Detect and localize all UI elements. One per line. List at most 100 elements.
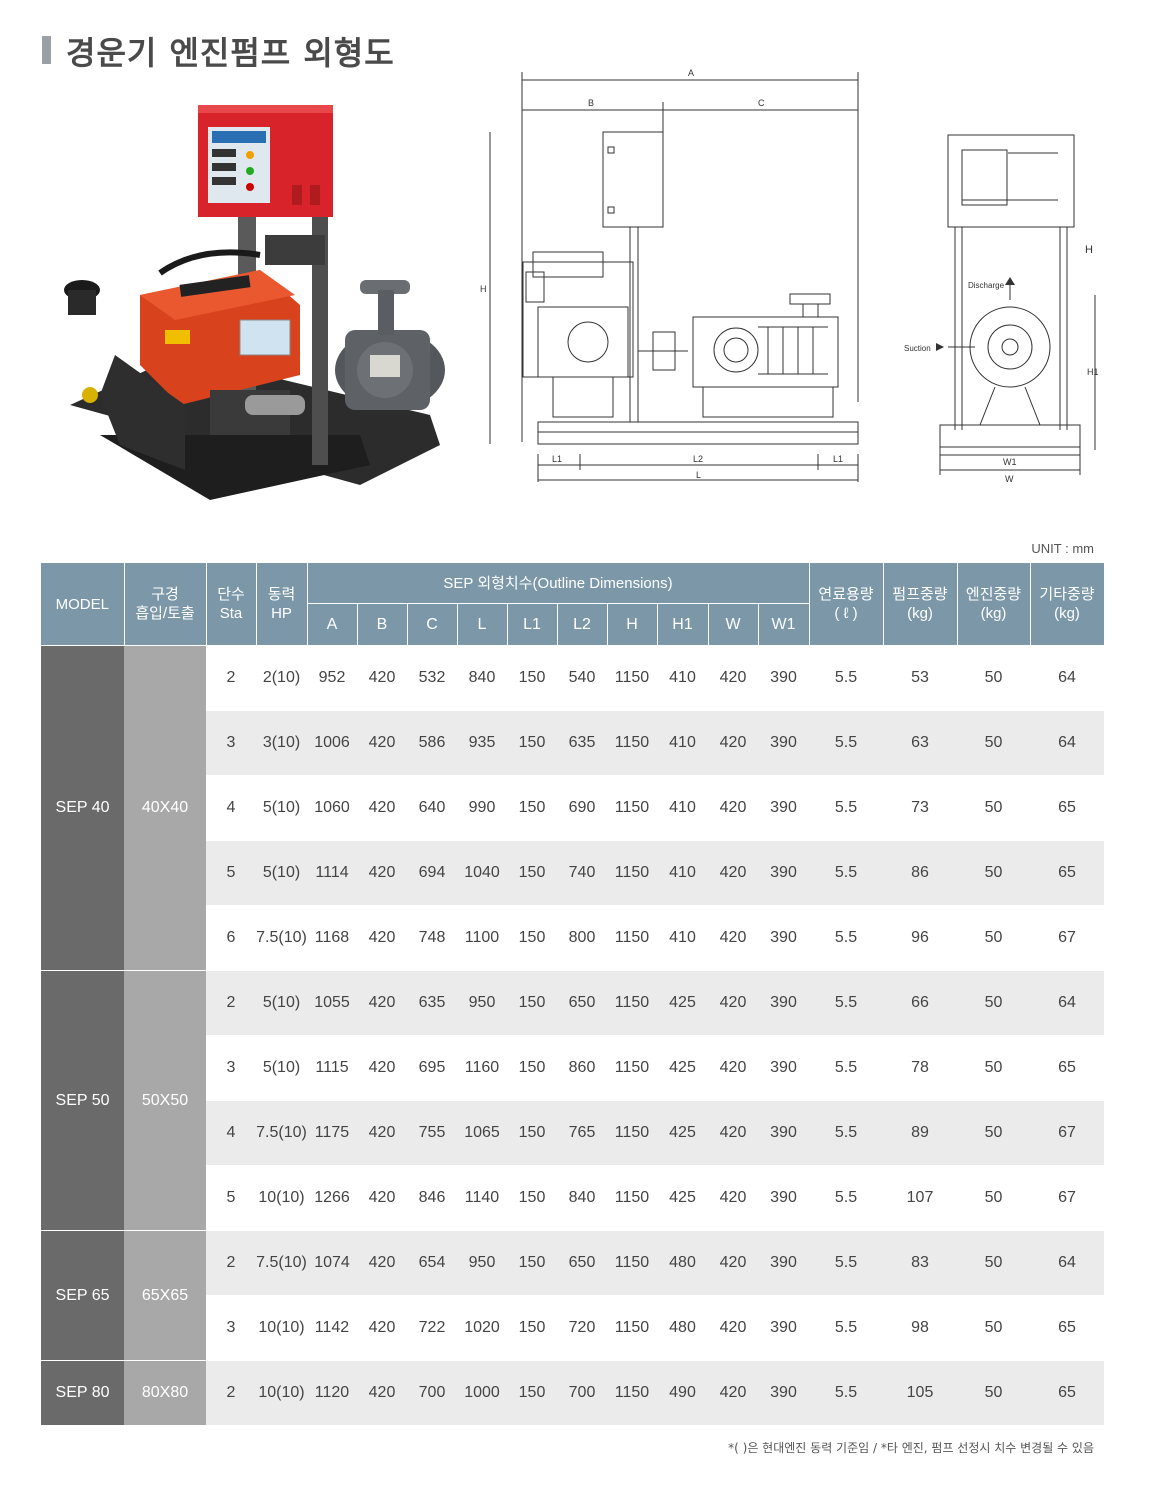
- table-cell: 150: [507, 840, 557, 906]
- table-cell: 1150: [607, 710, 657, 776]
- table-cell: 50: [957, 1035, 1031, 1101]
- table-cell: 5.5: [809, 775, 884, 841]
- table-cell: 105: [883, 1360, 958, 1426]
- table-cell: 50: [957, 1295, 1031, 1361]
- header-dim-w: W: [708, 603, 759, 646]
- table-cell: 420: [708, 1100, 758, 1166]
- table-cell: 1100: [457, 905, 507, 971]
- table-cell: 5(10): [256, 840, 307, 906]
- table-cell: 748: [407, 905, 457, 971]
- table-cell: 3: [206, 710, 256, 776]
- table-cell: 1120: [307, 1360, 357, 1426]
- table-cell: 410: [657, 710, 708, 776]
- table-cell: 2: [206, 645, 256, 711]
- table-cell: 150: [507, 1100, 557, 1166]
- table-cell: 10(10): [256, 1360, 307, 1426]
- table-cell: 2: [206, 1360, 256, 1426]
- header-dim-h1: H1: [657, 603, 709, 646]
- table-cell: 420: [357, 645, 407, 711]
- table-cell: 64: [1030, 710, 1105, 776]
- unit-label: UNIT : mm: [1031, 541, 1094, 556]
- table-cell: 420: [357, 970, 407, 1036]
- table-cell: 50: [957, 840, 1031, 906]
- table-cell: 1175: [307, 1100, 357, 1166]
- table-cell: 410: [657, 645, 708, 711]
- table-cell: 98: [883, 1295, 958, 1361]
- table-cell: 1150: [607, 1295, 657, 1361]
- table-cell: 5: [206, 840, 256, 906]
- table-cell: 1114: [307, 840, 357, 906]
- table-cell: 2: [206, 970, 256, 1036]
- table-cell: 10(10): [256, 1165, 307, 1231]
- header-fuel: 연료용량( ℓ ): [809, 563, 884, 646]
- table-cell: 1074: [307, 1230, 357, 1296]
- table-cell: 5.5: [809, 1100, 884, 1166]
- bore-cell: 40X40: [124, 645, 206, 971]
- table-cell: 800: [557, 905, 607, 971]
- table-cell: 86: [883, 840, 958, 906]
- table-cell: 64: [1030, 645, 1105, 711]
- table-cell: 420: [357, 1230, 407, 1296]
- table-cell: 410: [657, 775, 708, 841]
- header-other-weight: 기타중량(kg): [1030, 563, 1105, 646]
- table-cell: 390: [758, 1230, 810, 1296]
- table-cell: 150: [507, 1230, 557, 1296]
- table-cell: 65: [1030, 1360, 1105, 1426]
- table-cell: 650: [557, 1230, 607, 1296]
- table-cell: 67: [1030, 905, 1105, 971]
- table-cell: 950: [457, 970, 507, 1036]
- table-cell: 700: [557, 1360, 607, 1426]
- table-cell: 96: [883, 905, 958, 971]
- table-cell: 150: [507, 905, 557, 971]
- table-cell: 420: [357, 1100, 407, 1166]
- table-cell: 5(10): [256, 775, 307, 841]
- table-cell: 695: [407, 1035, 457, 1101]
- table-cell: 690: [557, 775, 607, 841]
- table-cell: 50: [957, 710, 1031, 776]
- table-cell: 654: [407, 1230, 457, 1296]
- table-cell: 390: [758, 1360, 810, 1426]
- dim-label-w: W: [1005, 474, 1014, 484]
- table-cell: 150: [507, 1295, 557, 1361]
- table-cell: 720: [557, 1295, 607, 1361]
- table-cell: 3(10): [256, 710, 307, 776]
- model-cell: SEP 50: [41, 970, 124, 1231]
- header-dim-w1: W1: [758, 603, 810, 646]
- table-cell: 390: [758, 970, 810, 1036]
- table-cell: 700: [407, 1360, 457, 1426]
- table-cell: 150: [507, 710, 557, 776]
- table-cell: 4: [206, 1100, 256, 1166]
- dim-label-c: C: [758, 98, 765, 108]
- table-cell: 150: [507, 1165, 557, 1231]
- table-cell: 1150: [607, 1100, 657, 1166]
- header-dim-c: C: [407, 603, 458, 646]
- table-cell: 420: [708, 1035, 758, 1101]
- table-cell: 390: [758, 1100, 810, 1166]
- bore-cell: 80X80: [124, 1360, 206, 1426]
- table-cell: 425: [657, 970, 708, 1036]
- table-cell: 50: [957, 905, 1031, 971]
- table-cell: 7.5(10): [256, 1100, 307, 1166]
- table-cell: 7.5(10): [256, 905, 307, 971]
- table-cell: 66: [883, 970, 958, 1036]
- table-cell: 420: [708, 970, 758, 1036]
- dim-label-b: B: [588, 98, 594, 108]
- table-cell: 425: [657, 1035, 708, 1101]
- table-cell: 420: [357, 710, 407, 776]
- table-cell: 5.5: [809, 1360, 884, 1426]
- table-cell: 1060: [307, 775, 357, 841]
- table-cell: 150: [507, 1035, 557, 1101]
- table-cell: 1142: [307, 1295, 357, 1361]
- table-cell: 73: [883, 775, 958, 841]
- table-cell: 640: [407, 775, 457, 841]
- header-outline-dimensions: SEP 외형치수(Outline Dimensions): [307, 563, 810, 604]
- dim-label-l2: L2: [693, 454, 703, 464]
- dim-label-w1: W1: [1003, 457, 1017, 467]
